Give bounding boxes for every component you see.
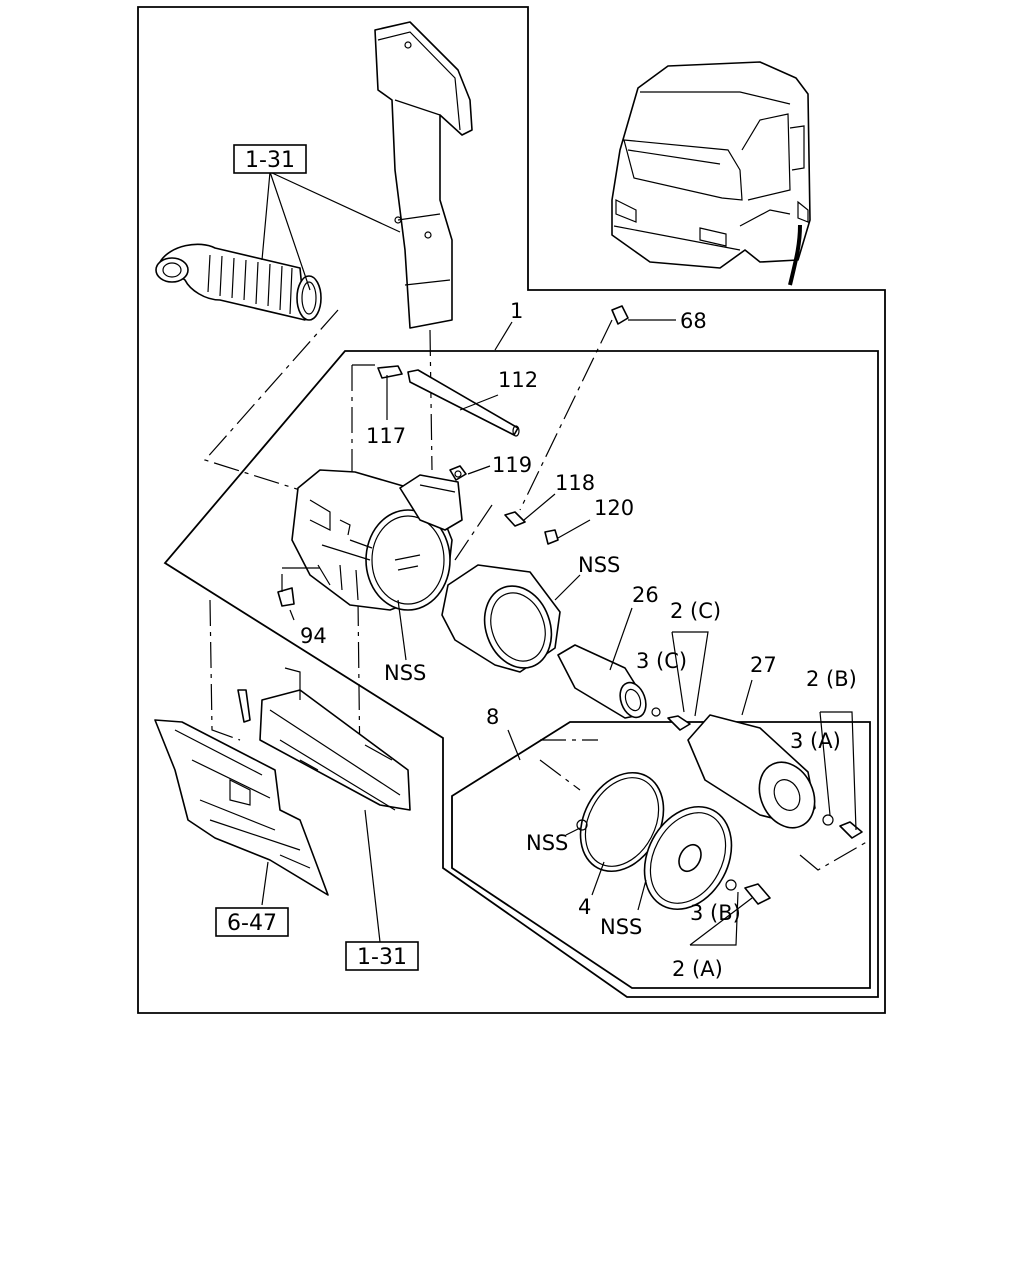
intake-snorkel	[374, 21, 473, 329]
ref-box-frame-label: 1-31	[357, 945, 407, 970]
label-nss-gasket: NSS	[526, 831, 568, 855]
label-part-112: 112	[498, 368, 538, 392]
label-part-4: 4	[578, 895, 591, 919]
label-part-26: 26	[632, 583, 659, 607]
label-part-119: 119	[492, 453, 532, 477]
label-part-3a: 3 (A)	[790, 729, 841, 753]
label-part-120: 120	[594, 496, 634, 520]
ref-box-hose[interactable]: 1-31	[233, 144, 307, 174]
label-nss-outer-filter: NSS	[578, 553, 620, 577]
corrugated-hose	[155, 243, 322, 321]
label-part-2b: 2 (B)	[806, 667, 857, 691]
outer-frame	[137, 6, 886, 1014]
ref-box-fender[interactable]: 6-47	[215, 907, 289, 937]
main-filter-element	[687, 714, 863, 839]
label-nss-cover: NSS	[600, 915, 642, 939]
label-part-3c: 3 (C)	[636, 649, 687, 673]
label-part-118: 118	[555, 471, 595, 495]
ref-box-fender-label: 6-47	[227, 911, 277, 936]
assembly-frame	[163, 350, 879, 998]
fender-panel	[154, 719, 329, 896]
air-cleaner-housing	[291, 469, 463, 611]
gasket-ring	[576, 771, 665, 873]
label-part-94: 94	[300, 624, 327, 648]
label-part-27: 27	[750, 653, 777, 677]
truck-cab-icon	[611, 61, 811, 286]
ref-box-frame[interactable]: 1-31	[345, 941, 419, 971]
ref-box-hose-label: 1-31	[245, 148, 295, 173]
outer-filter-shell	[441, 564, 561, 673]
label-part-3b: 3 (B)	[690, 901, 741, 925]
end-cover	[643, 805, 771, 911]
inner-filter-element	[557, 644, 691, 731]
label-part-1: 1	[510, 299, 523, 323]
label-nss-housing: NSS	[384, 661, 426, 685]
mounting-bracket	[237, 667, 411, 811]
label-part-2c: 2 (C)	[670, 599, 721, 623]
label-part-68: 68	[680, 309, 707, 333]
label-part-117: 117	[366, 424, 406, 448]
parts-small	[277, 305, 629, 607]
label-part-2a: 2 (A)	[672, 957, 723, 981]
label-part-8: 8	[486, 705, 499, 729]
